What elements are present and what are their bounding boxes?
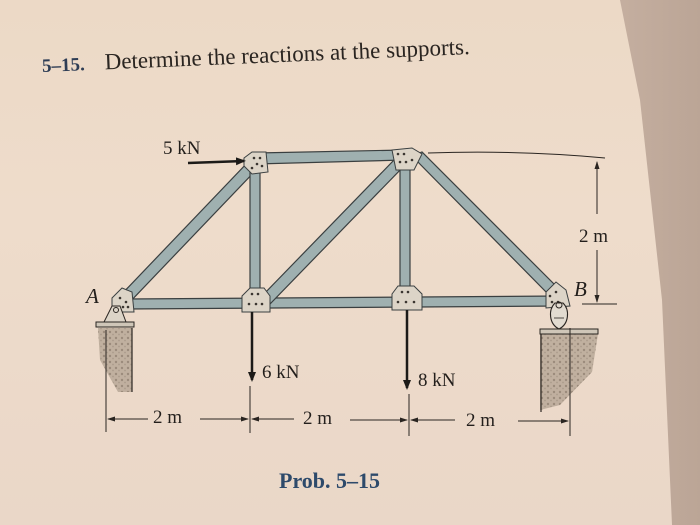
pin-support-A [103,305,127,323]
load-label-8kn: 8 kN [418,370,456,391]
support-label-B: B [574,277,587,301]
member-left-diagonal [117,159,259,307]
member-bottom-chord [121,295,561,310]
member-right-diagonal [410,151,563,299]
member-vertical-2 [399,159,411,295]
member-top-chord [255,149,405,165]
gusset-bottom-3 [391,285,423,311]
span-label-2: 2 m [303,408,333,429]
height-dimension [427,151,617,305]
span-label-3: 2 m [466,410,496,431]
member-middle-diagonal [261,157,405,305]
load-label-5kn: 5 kN [163,138,201,159]
truss-members [117,149,563,310]
ground-right [539,328,599,412]
gusset-plates [111,147,571,313]
rocker-support-B [550,301,568,330]
ground-left [95,321,135,392]
gusset-bottom-2 [241,287,271,313]
height-label: 2 m [579,226,609,247]
member-vertical-1 [249,161,261,297]
load-label-6kn: 6 kN [262,362,300,383]
figure-caption: Prob. 5–15 [279,468,381,493]
span-dimensions [105,328,571,436]
load-arrow-5kn [187,157,246,166]
support-label-A: A [86,284,99,308]
span-label-1: 2 m [153,407,183,428]
gusset-top-right [391,147,423,171]
gusset-top-left [243,151,269,175]
